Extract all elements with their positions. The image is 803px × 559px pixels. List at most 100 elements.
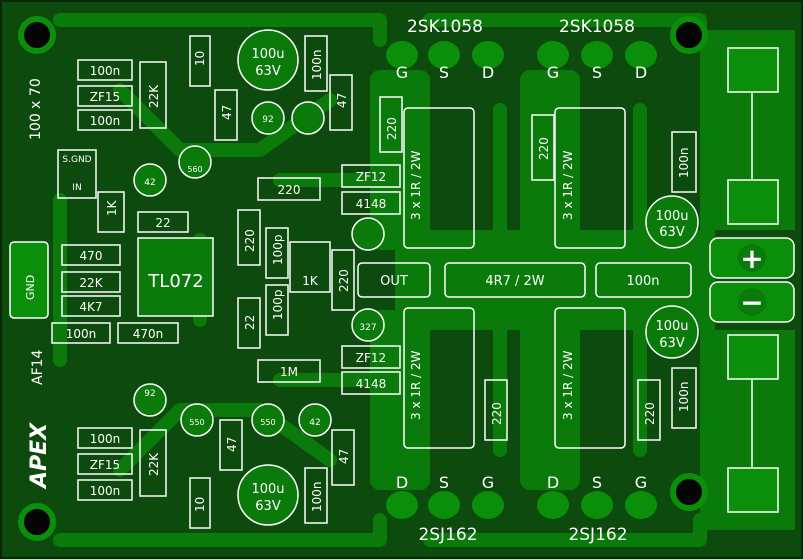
c-100n-b2: 100n [90,484,121,498]
brand-logo: APEX [27,422,52,490]
c-100n-b1: 100n [90,432,121,446]
r-220-br: 220 [643,402,657,425]
gnd-label: GND [24,275,37,300]
bc-327: 327 [359,323,376,333]
c-100n-1: 100n [90,64,121,78]
minus-terminal: − [740,286,763,319]
out-connector-label: OUT [380,274,408,289]
t92-1: 92 [262,115,273,125]
in-label: IN [72,183,81,193]
mounting-hole-bl [18,503,56,541]
r-3x1r-tl: 3 x 1R / 2W [409,150,423,220]
r-1k-2: 1K [302,274,319,288]
pin-d-tr: D [635,63,647,82]
mosfet-bottom-left-label: 2SJ162 [418,525,477,545]
mosfet-bottom-right-label: 2SJ162 [568,525,627,545]
pin-g-bl: G [482,473,494,492]
r-3x1r-tr: 3 x 1R / 2W [561,150,575,220]
pin-s-tl: S [439,63,449,82]
r-22k-2: 22K [79,276,103,290]
cap-100u-top: 100u [251,47,284,62]
r-4k7: 4K7 [79,300,102,314]
board-size-label: 100 x 70 [28,78,44,140]
pin-g-br: G [635,473,647,492]
bc-560-a: 560 [187,165,202,174]
pin-s-tr: S [592,63,602,82]
cap-63v-bot: 63V [255,499,281,514]
cap-63v-top: 63V [255,64,281,79]
r-10-1: 10 [193,51,207,66]
bc-550-b: 550 [260,418,275,427]
r-1m: 1M [280,365,298,379]
cap-100u-r2: 100u [655,319,688,334]
c-100n-4: 100n [66,327,97,341]
r-47-b1: 47 [225,437,239,452]
right-side-fuse-pads [727,47,779,513]
mosfet-top-left-label: 2SK1058 [407,17,483,37]
t42-1: 42 [144,178,155,188]
d4148-2: 4148 [356,377,387,391]
plus-terminal: + [740,242,763,275]
r-4r7-label: 4R7 / 2W [485,274,544,289]
r-220-v2: 220 [337,269,351,292]
model-label: AF14 [30,349,46,385]
mounting-hole-tl [18,16,56,54]
cap-63v-r1: 63V [659,225,685,240]
r-470-2: 470n [133,327,164,341]
pin-d-br: D [547,473,559,492]
t92-2: 92 [144,389,155,399]
c-100p-1: 100p [271,234,285,265]
c-100n-r1: 100n [677,147,691,178]
pin-s-br: S [592,473,602,492]
mounting-holes [18,16,708,541]
s-gnd-label: S.GND [62,155,91,165]
cap-63v-r2: 63V [659,336,685,351]
pin-g-tl: G [396,63,408,82]
r-1k-1: 1K [105,199,119,216]
r-220-tr: 220 [537,137,551,160]
r-22-v: 22 [243,315,257,330]
pin-g-tr: G [547,63,559,82]
zf12-2: ZF12 [356,351,386,365]
c-100n-r2: 100n [677,381,691,412]
t42-2: 42 [309,418,320,428]
pin-d-tl: D [482,63,494,82]
r-22k-1: 22K [147,84,161,108]
c-100p-2: 100p [271,289,285,320]
r-220-1: 220 [278,183,301,197]
c-100n-mid: 100n [626,274,659,289]
mosfet-top-right: 2SK1058 G S D [537,17,657,82]
zf12-1: ZF12 [356,170,386,184]
source-resistors [403,107,626,449]
cap-100u-r1: 100u [655,209,688,224]
mosfet-bottom-right: D S G 2SJ162 [537,473,657,545]
zf15-1: ZF15 [90,90,120,104]
c-100n-3: 100n [310,49,324,80]
pin-s-bl: S [439,473,449,492]
power-connector: + − [709,237,795,323]
cap-100u-bot: 100u [251,482,284,497]
zf15-2: ZF15 [90,458,120,472]
r-220-tm: 220 [385,117,399,140]
r-47-1: 47 [220,105,234,120]
d4148-1: 4148 [356,197,387,211]
r-3x1r-bl: 3 x 1R / 2W [409,350,423,420]
bc-550-a: 550 [189,418,204,427]
r-22-1: 22 [155,216,170,230]
r-220-v1: 220 [243,229,257,252]
mosfet-top-left: 2SK1058 G S D [386,17,504,82]
ic-tl072-label: TL072 [147,271,203,292]
mosfet-top-right-label: 2SK1058 [559,17,635,37]
mounting-hole-br [670,473,708,511]
r-220-bm: 220 [490,402,504,425]
c-100n-2: 100n [90,114,121,128]
r-47-2: 47 [335,93,349,108]
r-22k-b: 22K [147,452,161,476]
mosfet-bottom-left: D S G 2SJ162 [386,473,504,545]
r-3x1r-br: 3 x 1R / 2W [561,350,575,420]
r-10-2: 10 [193,497,207,512]
c-100n-b3: 100n [310,481,324,512]
